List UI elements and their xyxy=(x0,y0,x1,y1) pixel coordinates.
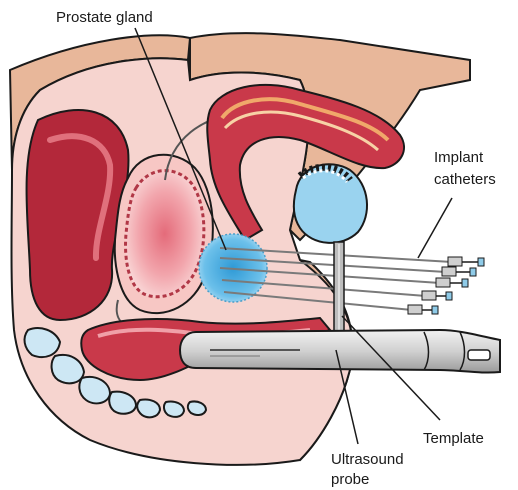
label-ultrasound-probe-line2: probe xyxy=(331,471,369,488)
testis xyxy=(294,164,367,243)
label-implant-catheters-line1: Implant xyxy=(434,149,484,166)
leader-catheters xyxy=(418,198,452,258)
bladder xyxy=(115,155,213,313)
label-implant-catheters: Implant catheters xyxy=(434,149,496,188)
label-template: Template xyxy=(423,430,484,447)
template-plate xyxy=(334,242,344,332)
label-ultrasound-probe: Ultrasound probe xyxy=(331,451,408,488)
label-implant-catheters-line2: catheters xyxy=(434,171,496,188)
label-ultrasound-probe-line1: Ultrasound xyxy=(331,451,404,468)
label-prostate-gland: Prostate gland xyxy=(56,9,153,26)
